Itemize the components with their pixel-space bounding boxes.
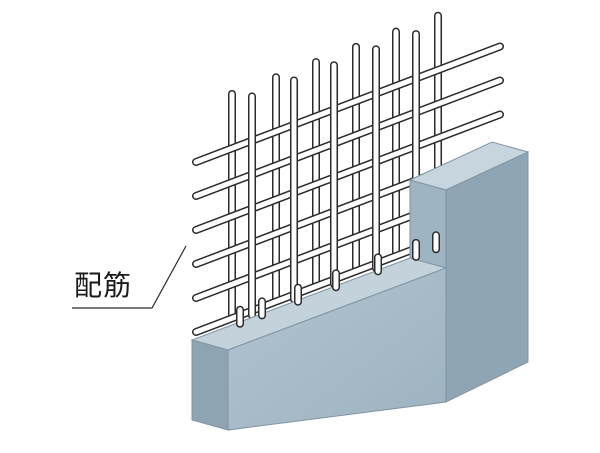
wall-side-face-right (445, 151, 529, 403)
callout-leader-line (72, 245, 187, 309)
rebar-horizontal (192, 42, 504, 166)
vertical-rebars-front (248, 30, 420, 320)
concrete-wall (190, 141, 530, 431)
wall-end-face (191, 339, 229, 431)
callout-label: 配筋 (74, 269, 133, 302)
rebar-horizontal (192, 110, 504, 234)
vertical-rebars-back (228, 11, 442, 321)
rebar-horizontal (192, 76, 504, 200)
rebar-stubs (236, 231, 440, 328)
